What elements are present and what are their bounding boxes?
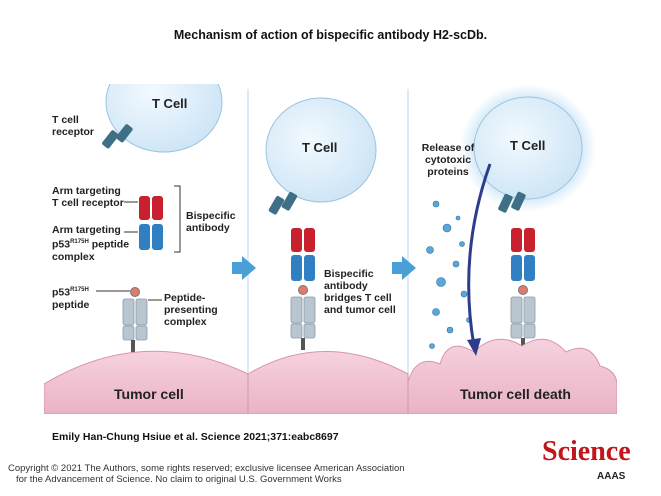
- bridges-label: Bispecific antibody bridges T cell and t…: [324, 268, 396, 316]
- peptide-presenting-complex-1: [122, 287, 148, 352]
- copyright-line-2: for the Advancement of Science. No claim…: [16, 474, 342, 485]
- peptide-presenting-complex-2: [290, 285, 316, 350]
- t-cell-3: [473, 96, 583, 200]
- tumor-cell-1: [44, 350, 249, 414]
- t-cell-receptor-label: T cell receptor: [52, 114, 95, 138]
- tumor-cell-death-label: Tumor cell death: [460, 386, 571, 402]
- p53-peptide-label: p53R175H peptide: [52, 286, 90, 311]
- diagram-graphics: [44, 84, 617, 414]
- t-cell-label-1: T Cell: [152, 96, 188, 111]
- t-cell-receptor-2: [268, 191, 298, 215]
- step-arrow-2: [392, 256, 416, 280]
- t-cell-label-2: T Cell: [302, 140, 338, 155]
- bispecific-antibody-3: [511, 228, 535, 281]
- t-cell-receptor-1: [102, 124, 133, 149]
- bispecific-antibody-1: [139, 196, 163, 250]
- step-arrow-1: [232, 256, 256, 280]
- figure-title: Mechanism of action of bispecific antibo…: [173, 28, 488, 42]
- t-cell-2: [265, 97, 377, 203]
- t-cell-1: [105, 84, 223, 153]
- copyright-line-1: Copyright © 2021 The Authors, some right…: [8, 463, 405, 474]
- tumor-cell-label: Tumor cell: [114, 386, 184, 402]
- science-logo: Science: [542, 436, 631, 467]
- copyright: Copyright © 2021 The Authors, some right…: [8, 463, 405, 485]
- citation: Emily Han-Chung Hsiue et al. Science 202…: [52, 431, 339, 443]
- tumor-cell-2: [247, 351, 409, 414]
- aaas-logo: AAAS: [597, 471, 626, 482]
- peptide-presenting-complex-label: Peptide-presenting complex: [164, 292, 218, 328]
- cytotoxic-proteins: [426, 200, 472, 349]
- arm-p53-label: Arm targeting p53R175H peptide complex: [52, 224, 130, 263]
- t-cell-label-3: T Cell: [510, 138, 546, 153]
- bispecific-antibody-2: [291, 228, 315, 281]
- t-cell-receptor-3: [498, 191, 526, 213]
- bispecific-antibody-label: Bispecific antibody: [186, 210, 236, 234]
- release-label: Release of cytotoxic proteins: [421, 142, 475, 178]
- release-arrow: [467, 163, 492, 347]
- arm-tcr-label: Arm targeting T cell receptor: [52, 185, 124, 209]
- mechanism-diagram: T Cell T cell receptor Arm targeting T c…: [44, 84, 617, 414]
- tumor-cell-3: [407, 338, 617, 414]
- peptide-presenting-complex-3: [510, 285, 536, 350]
